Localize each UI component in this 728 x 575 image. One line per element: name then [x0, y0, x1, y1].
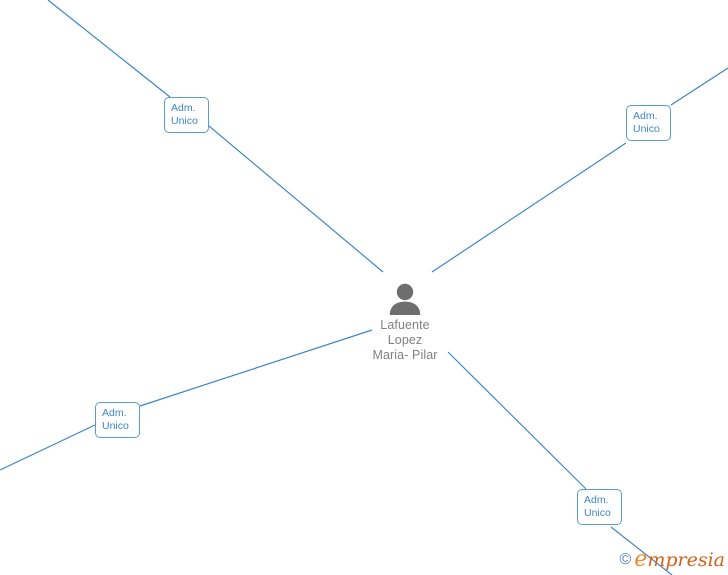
edge-label-bottom-right-line-2: Unico	[584, 507, 611, 519]
edge-bottom-right[interactable]	[447, 351, 587, 490]
edge-label-bottom-left-line-1: Adm.	[102, 407, 127, 419]
edge-top-left-continued[interactable]	[208, 125, 384, 273]
edge-label-bottom-left[interactable]: Adm. Unico	[95, 402, 140, 438]
node-person-label: Lafuente Lopez Maria- Pilar	[325, 318, 485, 363]
node-person-center[interactable]: Lafuente Lopez Maria- Pilar	[325, 283, 485, 363]
person-name-line-3: Maria- Pilar	[372, 348, 438, 362]
copyright-icon: ©	[619, 551, 632, 568]
edge-label-top-right[interactable]: Adm. Unico	[626, 105, 671, 141]
edge-label-top-left-line-1: Adm.	[171, 102, 196, 114]
watermark-logo: © empresia	[620, 549, 726, 571]
edge-label-bottom-right-line-1: Adm.	[584, 494, 609, 506]
person-icon	[389, 283, 421, 315]
edge-bottom-left[interactable]	[0, 424, 96, 471]
person-name-line-1: Lafuente	[380, 318, 430, 332]
edge-top-right[interactable]	[670, 67, 728, 106]
brand-initial: e	[634, 547, 648, 572]
person-name-line-2: Lopez	[387, 333, 423, 347]
edge-label-top-left[interactable]: Adm. Unico	[164, 97, 209, 133]
edge-label-top-right-line-1: Adm.	[633, 110, 658, 122]
edge-bottom-right-continued[interactable]	[610, 526, 673, 575]
edge-label-top-left-line-2: Unico	[171, 115, 198, 127]
edge-top-left[interactable]	[47, 0, 171, 98]
edge-bottom-left-continued[interactable]	[139, 329, 373, 407]
edge-label-bottom-left-line-2: Unico	[102, 420, 129, 432]
brand-rest: mpresia	[647, 549, 725, 571]
brand-name: empresia	[634, 549, 725, 571]
edge-top-right-continued[interactable]	[431, 142, 627, 273]
edge-label-top-right-line-2: Unico	[633, 123, 660, 135]
edge-label-bottom-right[interactable]: Adm. Unico	[577, 489, 622, 525]
